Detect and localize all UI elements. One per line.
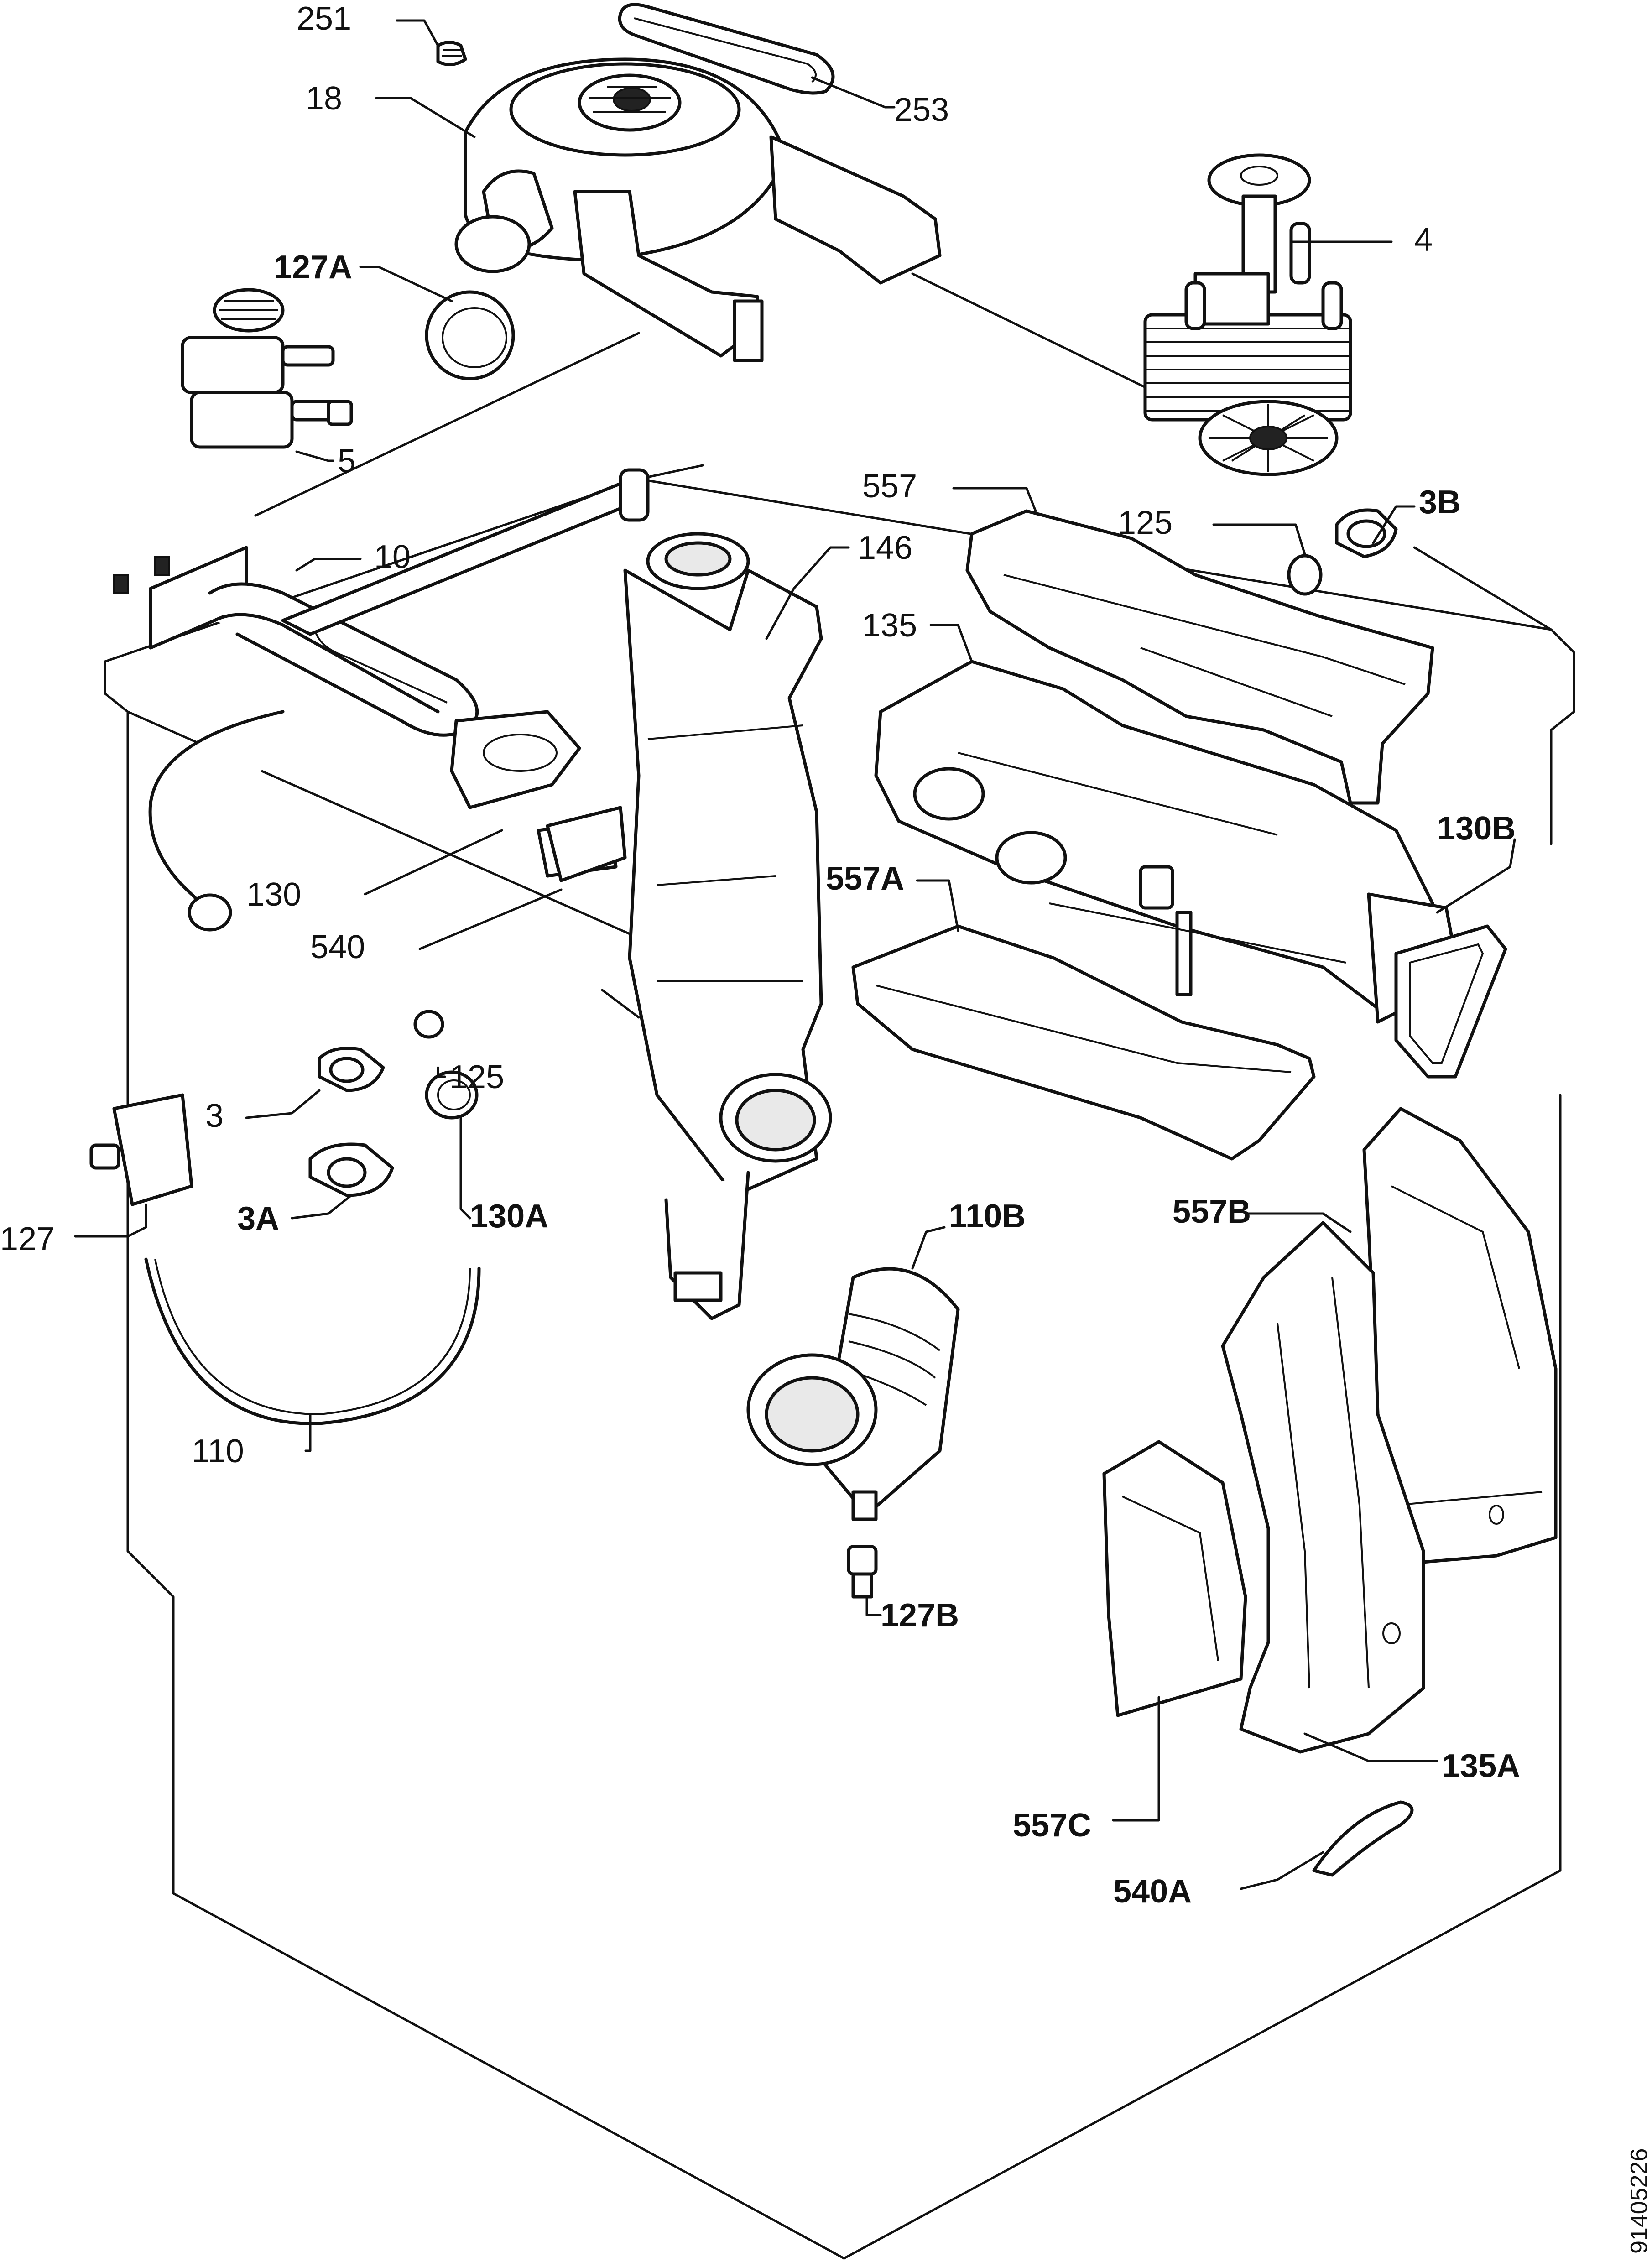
part-540-gasket <box>546 806 627 882</box>
drawing-reference-number: 91405226 <box>1626 2148 1652 2254</box>
part-130B-gasket <box>1394 924 1507 1079</box>
leader-lines <box>74 19 1516 1890</box>
part-3A-thermostat <box>308 1142 394 1197</box>
cabinet-outline <box>104 272 1575 2260</box>
part-130A-grommet <box>425 1070 479 1120</box>
label-540: 540 <box>310 929 365 965</box>
label-10: 10 <box>374 539 411 575</box>
part-557-cover <box>965 509 1434 805</box>
label-557A: 557A <box>826 860 904 897</box>
part-540A-strap <box>1312 1800 1414 1877</box>
label-125: 125 <box>449 1059 504 1095</box>
label-127B: 127B <box>881 1597 959 1634</box>
part-18-fan-housing <box>454 57 942 362</box>
part-135A-lower-duct <box>1221 1221 1425 1754</box>
label-251: 251 <box>297 0 351 37</box>
part-251-bush <box>436 41 467 66</box>
label-127A: 127A <box>274 249 352 286</box>
label-3A: 3A <box>237 1200 279 1237</box>
part-127B-nipple <box>847 1545 878 1599</box>
label-135: 135 <box>862 607 917 644</box>
part-127A-sleeve <box>425 290 515 380</box>
label-135A: 135A <box>1442 1748 1520 1784</box>
label-18: 18 <box>306 80 342 117</box>
label-130A: 130A <box>470 1198 548 1235</box>
label-125-top: 125 <box>1118 505 1173 541</box>
part-4-motor <box>1143 153 1352 476</box>
label-110: 110 <box>192 1433 244 1470</box>
part-127-level-switch <box>89 1093 193 1206</box>
label-130: 130 <box>246 876 301 913</box>
label-127: 127 <box>0 1221 55 1257</box>
part-557B-cover <box>1362 1107 1558 1567</box>
part-557C-cover <box>1102 1440 1247 1717</box>
label-3: 3 <box>205 1098 224 1134</box>
part-146-air-channel <box>623 532 832 1320</box>
part-253-belt <box>618 3 835 95</box>
part-557A-cover <box>851 924 1316 1161</box>
label-3B: 3B <box>1419 484 1461 521</box>
part-135-main-duct <box>874 660 1462 1024</box>
label-4: 4 <box>1414 222 1433 258</box>
label-5: 5 <box>338 443 356 480</box>
label-557C: 557C <box>1013 1807 1091 1844</box>
part-labels: 251 253 18 127A 4 5 557 125 3B 10 146 13… <box>0 0 1520 1910</box>
label-130B: 130B <box>1437 810 1516 847</box>
part-110B-bellows <box>746 1267 960 1521</box>
part-3B-thermostat <box>1335 508 1398 558</box>
part-3-thermostat <box>318 1047 385 1092</box>
label-557B: 557B <box>1173 1194 1251 1230</box>
part-5-valve <box>181 288 353 449</box>
label-540A: 540A <box>1113 1873 1192 1910</box>
label-110B: 110B <box>949 1198 1026 1235</box>
label-146: 146 <box>858 530 912 566</box>
part-110-hose <box>144 1257 481 1425</box>
heater-rod <box>281 468 650 636</box>
part-125-seal-top <box>1287 554 1323 596</box>
label-557: 557 <box>862 468 917 505</box>
label-253: 253 <box>894 92 949 128</box>
part-125-seal <box>413 1010 444 1039</box>
